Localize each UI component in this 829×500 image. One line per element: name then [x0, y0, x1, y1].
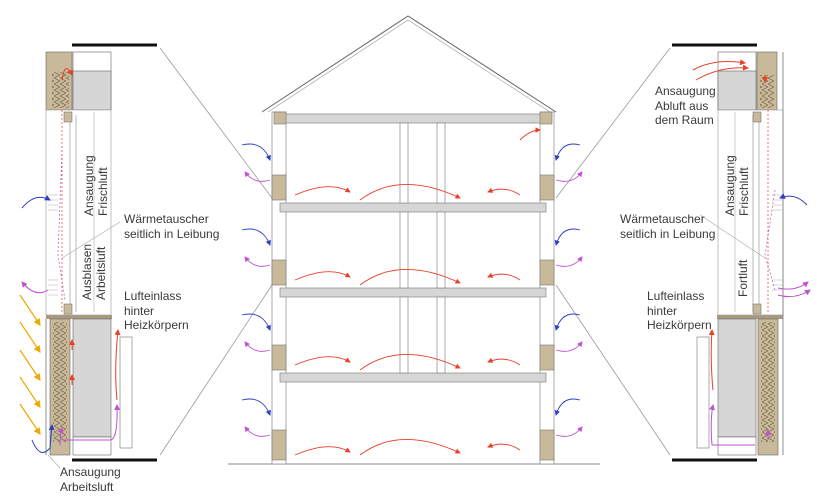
label-line: Arbeitsluft [94, 246, 108, 300]
label-line: Lufteinlass [647, 289, 705, 303]
label-line: Arbeitsluft [60, 479, 114, 494]
label-working-air-intake: Ansaugung Arbeitsluft [60, 465, 121, 494]
label-line: dem Raum [655, 113, 714, 127]
radiator [696, 336, 710, 449]
label-line: seitlich in Leibung [124, 226, 220, 241]
left-window-detail [19, 43, 157, 469]
radiator [119, 336, 133, 449]
label-line: seitlich in Leibung [620, 226, 716, 241]
label-line: Heizkörpern [124, 318, 189, 332]
label-line: Frischluft [737, 167, 751, 216]
label-fresh-air-intake-right: Ansaugung Frischluft [723, 155, 751, 216]
label-line: Abluft aus [655, 98, 709, 113]
connector-lines [159, 47, 671, 456]
label-air-inlet-right: Lufteinlass hinter Heizkörpern [647, 289, 712, 333]
label-heat-exchanger-left: Wärmetauscher seitlich in Leibung [124, 212, 219, 241]
label-line: Fortluft [736, 259, 750, 297]
label-line: Ansaugung [60, 465, 121, 479]
label-line: Wärmetauscher [124, 212, 209, 226]
label-outgoing-air: Fortluft [736, 260, 750, 297]
right-window-detail [672, 43, 811, 462]
label-fresh-air-intake-left: Ansaugung Frischluft [82, 155, 110, 216]
label-line: Lufteinlass [124, 289, 182, 303]
label-exhaust-intake: Ansaugung Abluft aus dem Raum [655, 84, 716, 128]
label-line: Ansaugung [82, 155, 96, 216]
label-heat-exchanger-right: Wärmetauscher seitlich in Leibung [620, 212, 715, 241]
label-line: hinter [124, 303, 155, 318]
label-line: Ansaugung [723, 155, 737, 216]
label-line: Wärmetauscher [620, 212, 705, 226]
label-line: Ausblasen [80, 243, 94, 300]
building-section [228, 15, 600, 465]
label-line: Ansaugung [655, 84, 716, 98]
label-line: hinter [647, 303, 678, 318]
label-line: Frischluft [96, 167, 110, 216]
label-line: Heizkörpern [647, 318, 712, 332]
label-air-inlet-left: Lufteinlass hinter Heizkörpern [124, 289, 189, 333]
label-working-air-outlet-left: Ausblasen Arbeitsluft [80, 244, 108, 300]
